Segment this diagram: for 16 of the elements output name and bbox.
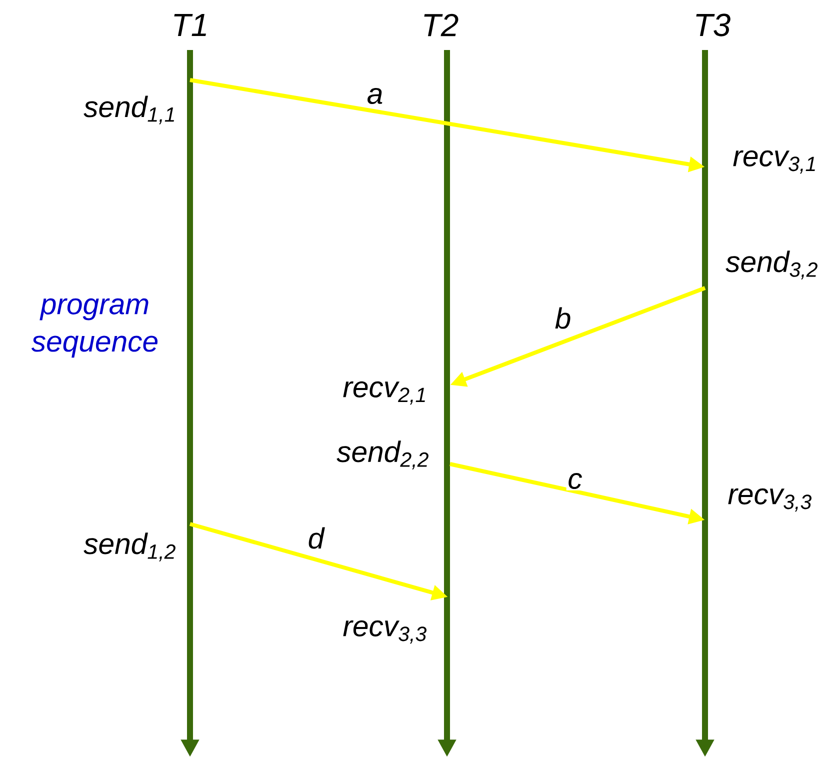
event-label: recv$_{3,1}$ [733,150,815,174]
event-label: recv$_{3,3}$ [728,488,812,512]
event-label: send$_{2,2}$ [336,440,428,470]
edge-label: c [566,472,584,490]
thread-label: T2 [424,14,458,36]
edge-label: a [366,86,384,106]
event-label: send$_{1,1}$ [84,96,174,124]
thread-label: T1 [174,14,206,36]
annotation-text: program sequence [31,298,158,358]
event-label: recv$_{3,3}$ [343,620,426,644]
event-label: recv$_{2,1}$ [343,381,425,405]
edge-label: b [554,306,572,330]
thread-label: T3 [696,14,730,36]
edge-label: d [306,526,326,550]
event-label: send$_{1,2}$ [84,532,176,562]
event-label: send$_{3,2}$ [726,250,818,280]
